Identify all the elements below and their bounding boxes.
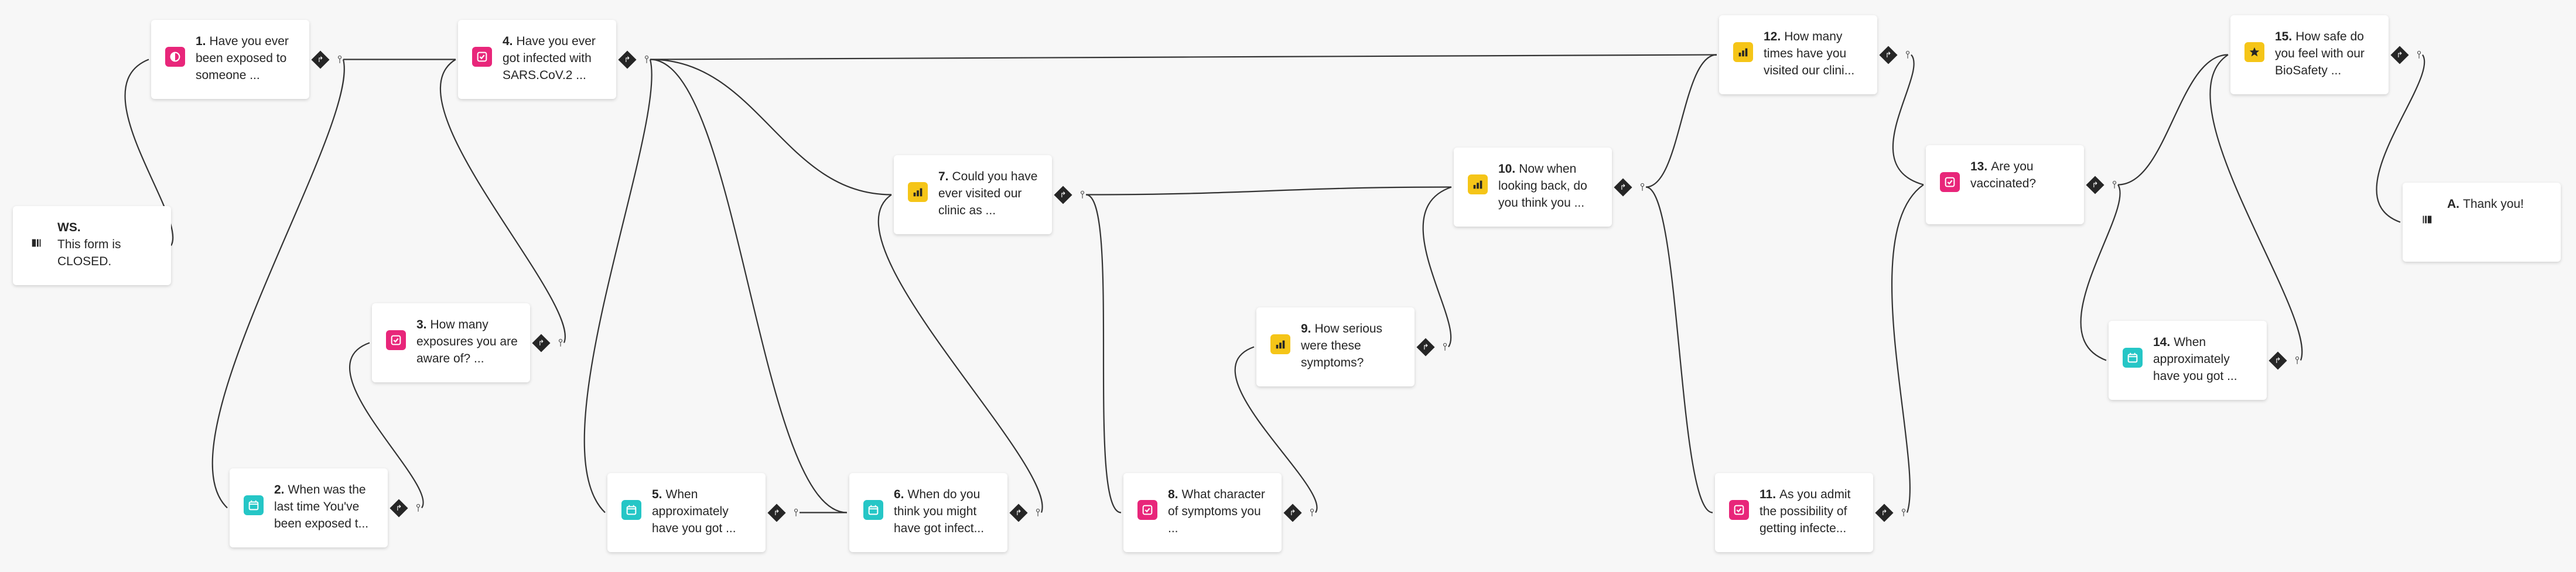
welcome-screen-node[interactable]: WS.This form is CLOSED. — [13, 206, 171, 285]
branch-icon: ⫯ — [1310, 506, 1314, 519]
branch-icon: ⫯ — [1901, 506, 1906, 519]
ending-screen-icon — [2417, 210, 2437, 230]
branch-icon: ⫯ — [416, 501, 421, 514]
node-label: WS.This form is CLOSED. — [57, 221, 121, 268]
star-icon — [2244, 42, 2264, 62]
question-node-9[interactable]: 9.How serious were these symptoms? — [1256, 307, 1415, 386]
question-node-12[interactable]: 12.How many times have you visited our c… — [1719, 15, 1877, 94]
checkbox-icon — [1940, 172, 1960, 192]
branch-icon: ⫯ — [1080, 188, 1085, 201]
checkbox-icon — [1137, 500, 1157, 520]
node-label: 7.Could you have ever visited our clinic… — [938, 170, 1038, 217]
question-node-13[interactable]: 13.Are you vaccinated? — [1926, 145, 2084, 224]
question-node-5[interactable]: 5.When approximately have you got ... — [607, 473, 766, 552]
question-node-10[interactable]: 10.Now when looking back, do you think y… — [1454, 148, 1612, 227]
opinion-scale-icon — [165, 47, 185, 67]
edge-q4-q6 — [650, 59, 848, 513]
welcome-screen-icon — [27, 233, 47, 253]
calendar-icon — [621, 500, 641, 520]
edge-q10-q12 — [1645, 54, 1717, 188]
branch-icon: ⫯ — [1036, 506, 1040, 519]
node-label: 9.How serious were these symptoms? — [1301, 322, 1383, 369]
question-node-14[interactable]: 14.When approximately have you got ... — [2109, 321, 2267, 400]
calendar-icon — [2123, 348, 2143, 368]
question-node-15[interactable]: 15.How safe do you feel with our BioSafe… — [2230, 15, 2389, 94]
branch-icon: ⫯ — [2417, 48, 2421, 61]
edge-q6-q7 — [877, 194, 1043, 513]
edge-q4-q7 — [650, 59, 892, 196]
node-label: 15.How safe do you feel with our BioSafe… — [2275, 30, 2365, 77]
node-label: 1.Have you ever been exposed to someone … — [196, 35, 289, 82]
question-node-3[interactable]: 3.How many exposures you are aware of? .… — [372, 303, 530, 382]
ending-screen-node[interactable]: A.Thank you! — [2403, 183, 2561, 262]
branch-icon: ⫯ — [794, 506, 798, 519]
edge-q8-q9 — [1234, 346, 1318, 513]
edge-q9-q10 — [1422, 186, 1452, 348]
checkbox-icon — [1729, 500, 1749, 520]
edge-q14-q15 — [2209, 54, 2303, 361]
question-node-11[interactable]: 11.As you admit the possibility of getti… — [1715, 473, 1873, 552]
question-node-1[interactable]: 1.Have you ever been exposed to someone … — [151, 20, 309, 99]
edge-q7-q8 — [1085, 194, 1122, 513]
bar-chart-icon — [1270, 334, 1290, 354]
question-node-2[interactable]: 2.When was the last time You've been exp… — [230, 468, 388, 547]
branch-icon: ⫯ — [2295, 354, 2300, 367]
node-label: 3.How many exposures you are aware of? .… — [416, 318, 518, 365]
branch-icon: ⫯ — [644, 53, 649, 66]
edge-q13-q15 — [2117, 54, 2229, 186]
checkbox-icon — [386, 330, 406, 350]
node-label: 14.When approximately have you got ... — [2153, 335, 2237, 383]
checkbox-icon — [472, 47, 492, 67]
edge-q7-q10 — [1085, 186, 1452, 196]
branch-icon: ⫯ — [1640, 180, 1645, 193]
edge-q15-end — [2376, 54, 2425, 223]
node-label: 8.What character of symptoms you ... — [1168, 488, 1265, 535]
edge-q4-q5 — [583, 59, 652, 513]
branch-icon: ⫯ — [337, 53, 342, 66]
branch-icon: ⫯ — [2112, 178, 2117, 191]
edge-q1-q2 — [211, 59, 345, 509]
node-label: 5.When approximately have you got ... — [652, 488, 736, 535]
branch-icon: ⫯ — [1443, 340, 1447, 353]
node-label: 10.Now when looking back, do you think y… — [1498, 162, 1587, 210]
edge-ws-q1 — [124, 59, 174, 246]
node-label: 13.Are you vaccinated? — [1970, 160, 2037, 190]
bar-chart-icon — [1733, 42, 1753, 62]
edge-q10-q11 — [1645, 186, 1713, 513]
node-label: 12.How many times have you visited our c… — [1764, 30, 1855, 77]
edge-q3-q4 — [439, 59, 566, 343]
calendar-icon — [863, 500, 883, 520]
calendar-icon — [244, 495, 264, 515]
node-label: 6.When do you think you might have got i… — [894, 488, 985, 535]
node-label: 4.Have you ever got infected with SARS.C… — [503, 35, 596, 82]
edge-q2-q3 — [349, 342, 424, 509]
branch-icon: ⫯ — [1905, 48, 1910, 61]
question-node-8[interactable]: 8.What character of symptoms you ... — [1123, 473, 1282, 552]
node-label: A.Thank you! — [2447, 197, 2524, 211]
bar-chart-icon — [908, 182, 928, 202]
edge-q13-q14 — [2080, 184, 2121, 361]
question-node-6[interactable]: 6.When do you think you might have got i… — [849, 473, 1007, 552]
question-node-4[interactable]: 4.Have you ever got infected with SARS.C… — [458, 20, 616, 99]
edge-q11-q13 — [1891, 184, 1924, 513]
branch-icon: ⫯ — [558, 336, 563, 349]
edge-q4-q12 — [650, 54, 1717, 60]
bar-chart-icon — [1468, 174, 1488, 194]
edge-q12-q13 — [1892, 54, 1924, 186]
node-label: 11.As you admit the possibility of getti… — [1760, 488, 1851, 535]
node-label: 2.When was the last time You've been exp… — [274, 483, 369, 530]
question-node-7[interactable]: 7.Could you have ever visited our clinic… — [894, 155, 1052, 234]
